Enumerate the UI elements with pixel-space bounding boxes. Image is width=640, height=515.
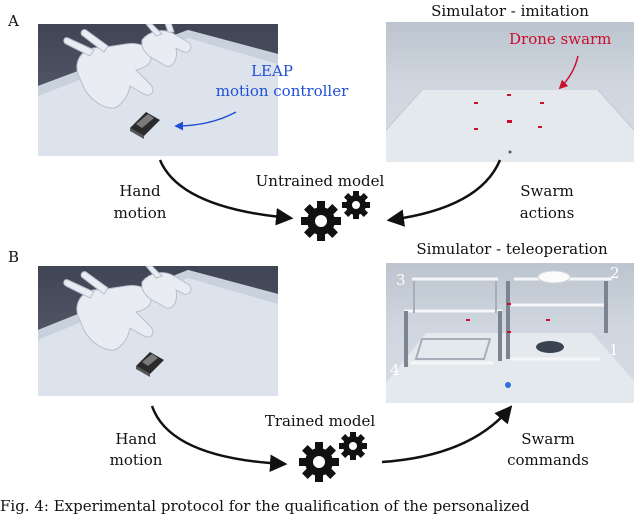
drone-markers-a [474, 94, 544, 130]
model-label-a: Untrained model [255, 172, 385, 190]
drone-swarm-label: Drone swarm [509, 30, 612, 48]
gears-icon-b [299, 432, 367, 482]
simulator-scene-b: 1 2 3 4 [386, 263, 634, 403]
arrow-model-to-swarm-b [381, 405, 513, 464]
panel-label-b: B [8, 248, 20, 266]
waypoint-4: 4 [390, 361, 400, 379]
hand-motion-a-line2: motion [113, 204, 167, 222]
gears-icon-a [301, 191, 370, 241]
simulator-scene-b-drawing: 1 2 3 4 [386, 264, 634, 403]
leap-device-b [136, 352, 164, 377]
model-label-b: Trained model [264, 412, 376, 430]
waypoint-2: 2 [610, 264, 620, 282]
leap-label-line2: motion controller [215, 82, 349, 100]
panel-label-a: A [8, 12, 19, 30]
swarm-commands-line1: Swarm [521, 430, 575, 448]
simulator-title-a: Simulator - imitation [431, 2, 589, 20]
figure-caption: Fig. 4: Experimental protocol for the qu… [0, 497, 530, 515]
simulator-scene-a [386, 22, 634, 162]
simulator-title-b: Simulator - teleoperation [416, 240, 608, 258]
drone-markers-b [466, 303, 550, 333]
swarm-actions-line1: Swarm [520, 182, 574, 200]
swarm-commands-line2: commands [507, 451, 589, 469]
waypoint-1: 1 [609, 341, 619, 359]
leap-device-a [130, 112, 160, 139]
leap-label-line1: LEAP [251, 62, 293, 80]
waypoint-3: 3 [396, 271, 406, 289]
hand-motion-a-line1: Hand [119, 182, 161, 200]
simulator-scene-a-drawing [386, 89, 634, 162]
arrow-swarm-to-model-a [386, 159, 502, 227]
swarm-actions-line2: actions [519, 204, 575, 222]
hand-scene-b-drawing [38, 266, 278, 396]
hand-motion-b-line2: motion [109, 451, 163, 469]
hand-scene-b [38, 266, 278, 396]
hand-motion-b-line1: Hand [115, 430, 157, 448]
